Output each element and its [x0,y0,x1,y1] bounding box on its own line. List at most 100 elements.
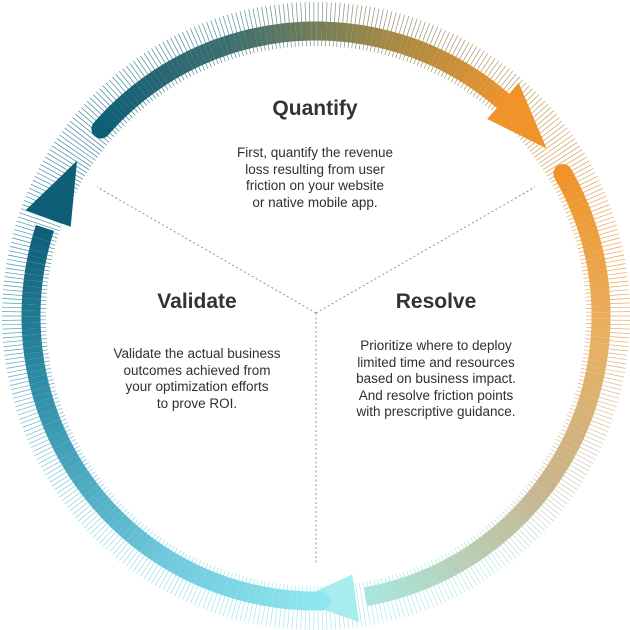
arc-segment [121,522,139,542]
arc-segment [258,26,268,46]
arc-segment [524,491,543,509]
arc-segment [284,22,292,43]
resolve-line: limited time and resources [357,354,515,370]
arc-segment [435,50,449,70]
arc-segment [512,505,531,523]
validate-line: your optimization efforts [125,379,269,394]
arc-segment [562,185,583,200]
arc-segment [228,33,239,53]
arc-segment [471,539,488,559]
arc-segment [189,47,202,68]
arc-segment [585,256,606,267]
arc-segment [218,36,230,57]
arc-segment [451,552,467,573]
arc-segment [590,336,610,344]
arc-segment [75,475,95,492]
arc-segment [123,89,140,108]
arc-segment [393,33,405,54]
arc-segment [476,536,493,556]
arc-segment [253,585,263,605]
arc-segment [247,583,258,604]
arc-segment [469,71,485,90]
arc-segment [23,345,43,355]
arc-segment [578,393,599,406]
arc-segment [135,533,152,553]
arc-segment [370,27,379,47]
arc-segment [90,493,110,511]
top-arrow-head [487,82,547,149]
arc-segment [586,262,607,272]
arc-segment [223,577,235,598]
arc-segment [99,502,118,520]
arc-segment [29,242,50,254]
resolve-line: Prioritize where to deploy [360,338,512,353]
quantify-line: First, quantify the revenue [236,145,394,160]
arc-segment [560,437,581,452]
arc-segment [369,585,380,605]
arc-segment [490,525,508,544]
arc-segment [171,556,187,576]
arc-segment [108,103,126,121]
arc-segment [499,517,517,536]
arc-segment [131,83,148,102]
arc-segment [56,445,76,460]
ring-tick [45,156,84,180]
arc-segment [580,388,601,400]
quantify-description: First, quantify the revenue loss resulti… [195,145,435,211]
arc-segment [553,164,576,189]
ring-tick [49,149,88,174]
arc-segment [403,36,415,57]
arc-segment [217,575,230,596]
ring-tick [355,583,363,627]
arc-segment [583,244,604,255]
arc-segment [182,561,197,582]
arc-segment [430,563,445,584]
divider-line-right [315,186,536,314]
arc-segment [213,38,225,58]
arc-segment [436,561,451,581]
arc-segment [448,57,462,77]
arc-segment [398,577,410,598]
arc-segment [148,70,164,90]
arc-segment [350,23,359,44]
resolve-title: Resolve [395,290,477,313]
arc-segment [29,380,50,391]
arc-segment [175,54,189,75]
left-arrow-head [25,160,78,227]
arc-segment [22,285,42,294]
arc-segment [103,506,122,525]
arc-segment [538,473,558,490]
arc-segment [456,549,473,570]
arc-segment [379,29,390,50]
arc-segment [243,29,253,49]
arc-segment [23,273,44,282]
top-cycle-arrow [91,21,517,139]
arc-segment [589,281,610,290]
arc-segment [253,27,263,47]
arc-segment [62,455,82,471]
arc-segment [572,410,593,424]
arc-segment [384,30,395,51]
arc-segment [161,550,177,570]
arc-segment [420,568,434,589]
arc-segment [140,537,157,557]
resolve-description: Prioritize where to deploy limited time … [326,338,546,421]
arc-segment [97,114,115,132]
arc-segment [588,275,609,284]
arc-segment [578,226,599,238]
ring-tick [59,134,96,161]
arc-segment [495,521,513,540]
arc-segment [588,353,608,363]
arc-segment [576,399,597,412]
arc-segment [489,86,506,105]
arc-segment [581,382,602,394]
arc-segment [407,38,420,58]
arc-segment [203,41,216,62]
section-dividers [96,186,536,565]
arc-segment [567,196,588,210]
arc-segment [152,68,168,87]
arc-segment [144,73,160,93]
arc-segment [22,340,43,348]
arc-segment [68,465,88,482]
arc-segment [79,479,99,497]
